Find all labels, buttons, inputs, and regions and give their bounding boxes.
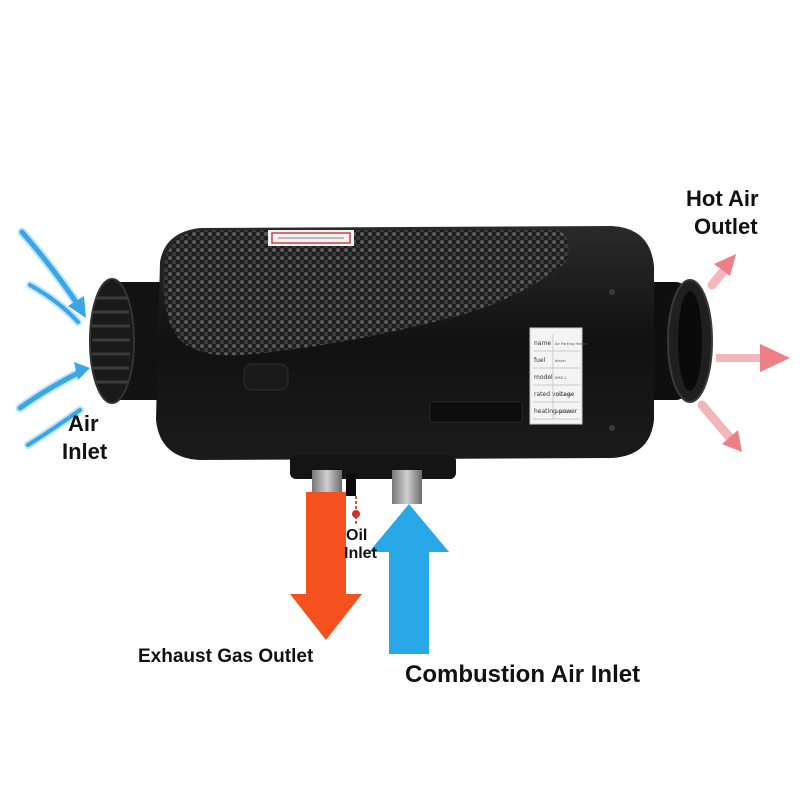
- oil-inlet-marker: [352, 496, 360, 526]
- combustion-arrow-icon: [369, 504, 449, 654]
- side-badge: [243, 363, 289, 391]
- nameplate-value: KMZ-1: [555, 376, 566, 380]
- nameplate-value: 5KW-8KW: [555, 410, 573, 414]
- oil-inlet-line1: Oil: [346, 527, 368, 544]
- air-inlet-label: Air Inlet: [62, 410, 107, 465]
- hot-air-arrow-up: [707, 254, 736, 290]
- nameplate-value: 12V 40W: [555, 393, 572, 397]
- nameplate-key: name: [534, 340, 551, 347]
- hot-air-arrow-down: [697, 400, 742, 452]
- hot-air-outlet-line1: Hot Air: [686, 186, 759, 211]
- oil-inlet-line2: Inlet: [344, 545, 377, 563]
- side-recess: [429, 401, 523, 423]
- exhaust-arrow-icon: [290, 492, 362, 640]
- screw-lower: [609, 425, 615, 431]
- exhaust-gas-outlet-label: Exhaust Gas Outlet: [138, 646, 314, 667]
- combustion-pipe: [392, 470, 422, 504]
- air-inlet-line1: Air: [68, 411, 99, 436]
- nameplate-key: heating power: [534, 408, 578, 415]
- inlet-pipe: [89, 278, 170, 404]
- nameplate-key: model: [534, 374, 553, 381]
- hot-air-arrow-center: [716, 344, 790, 372]
- air-inlet-arrows: [15, 227, 90, 449]
- heater-unit: [89, 226, 713, 479]
- intake-arrow-lower: [24, 406, 84, 449]
- air-inlet-line2: Inlet: [62, 438, 108, 464]
- hot-air-outlet-label: Hot Air Outlet: [686, 185, 759, 240]
- oil-inlet-label: Oil Inlet: [344, 527, 377, 564]
- screw: [609, 289, 615, 295]
- combustion-air-inlet-label: Combustion Air Inlet: [405, 661, 641, 688]
- oil-pipe: [346, 474, 356, 496]
- intake-arrow-top: [17, 227, 86, 318]
- warning-sticker: [268, 230, 354, 246]
- hot-air-arrows: [697, 254, 790, 452]
- nameplate-key: rated voltage: [534, 391, 575, 398]
- carbon-fiber-cover: [163, 230, 569, 356]
- intake-arrow-middle: [26, 281, 82, 326]
- nameplate-value: diesel: [555, 359, 566, 363]
- nameplate-value: Air Parking Heater: [555, 342, 588, 346]
- hot-air-outlet-line2: Outlet: [694, 213, 758, 239]
- nameplate-key: fuel: [534, 357, 546, 364]
- intake-arrow-bottom: [15, 362, 90, 413]
